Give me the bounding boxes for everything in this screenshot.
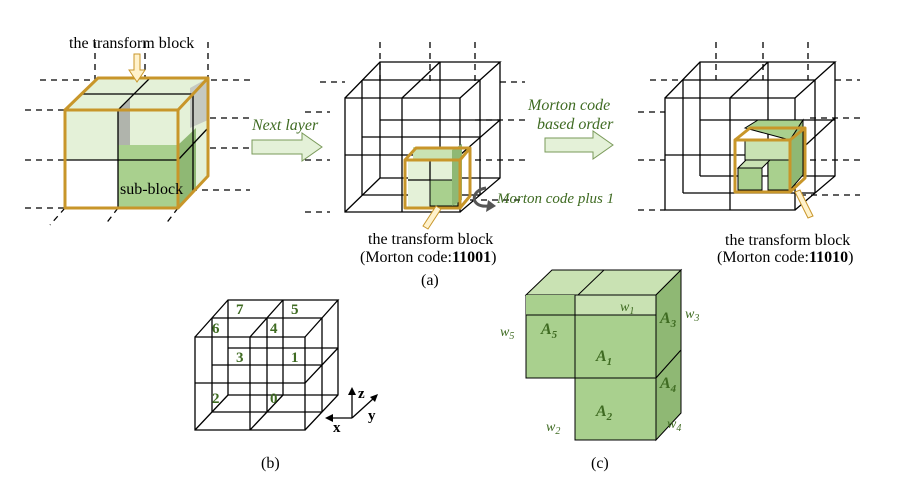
panel-a-right: the transform block (Morton code:11010) (638, 42, 860, 266)
octant-3: 3 (236, 350, 244, 366)
weight-w3: w3 (685, 307, 699, 324)
next-layer-arrow: Next layer (251, 117, 323, 162)
middle-transform-block-label: the transform block (368, 231, 493, 248)
axes-icon (325, 387, 378, 422)
next-layer-label: Next layer (251, 117, 319, 134)
block-a1: A1 (595, 348, 612, 368)
block-a5: A5 (540, 321, 558, 341)
down-arrow-icon (128, 53, 146, 83)
x-axis-label: x (333, 420, 341, 436)
caption-c: (c) (591, 455, 609, 472)
weight-w4: w4 (667, 417, 681, 434)
weight-w5: w5 (500, 325, 514, 342)
panel-a-left: the transform block sub-block (25, 35, 250, 226)
morton-order-label-1: Morton code (527, 97, 610, 114)
octant-2: 2 (212, 391, 220, 407)
octant-0: 0 (270, 391, 278, 407)
octant-1: 1 (291, 350, 299, 366)
morton-order-arrow: Morton code based order (527, 97, 614, 160)
pointer-arrow-icon-2 (794, 189, 814, 219)
caption-a: (a) (421, 272, 439, 289)
right-morton-code: (Morton code:11010) (717, 249, 853, 266)
z-axis-label: z (358, 386, 365, 402)
right-arrow-icon (251, 132, 323, 162)
sub-block-label: sub-block (120, 181, 183, 198)
front-top-left-face (65, 110, 118, 160)
middle-morton-code: (Morton code:11001) (360, 249, 496, 266)
sub-block-face (118, 145, 178, 208)
block-a2: A2 (595, 403, 613, 423)
front-top-right-face (118, 110, 178, 145)
block-a4: A4 (659, 375, 677, 395)
weight-w1: w1 (620, 300, 634, 317)
octant-4: 4 (270, 321, 278, 337)
right-arrow-icon-2 (544, 130, 614, 160)
pointer-arrow-icon (422, 205, 442, 230)
right-transform-block-label: the transform block (725, 232, 850, 249)
panel-a-middle: Morton code plus 1 the transform block (… (305, 42, 614, 266)
octant-7: 7 (236, 302, 244, 318)
block-a3: A3 (659, 310, 677, 330)
caption-b: (b) (261, 455, 280, 472)
octant-5: 5 (291, 302, 299, 318)
curved-arrow-icon (472, 186, 489, 208)
left-transform-block-label: the transform block (69, 35, 194, 52)
octant-6: 6 (212, 321, 220, 337)
panel-b: 7 5 6 4 3 1 2 0 z y x (194, 299, 378, 436)
weight-w2: w2 (546, 420, 560, 437)
panel-c: A5 A1 A3 A4 A2 w1 w3 w5 w2 w4 (500, 268, 699, 442)
morton-order-label-2: based order (537, 116, 614, 133)
y-axis-label: y (368, 408, 376, 424)
morton-plus-one-label: Morton code plus 1 (496, 191, 614, 207)
